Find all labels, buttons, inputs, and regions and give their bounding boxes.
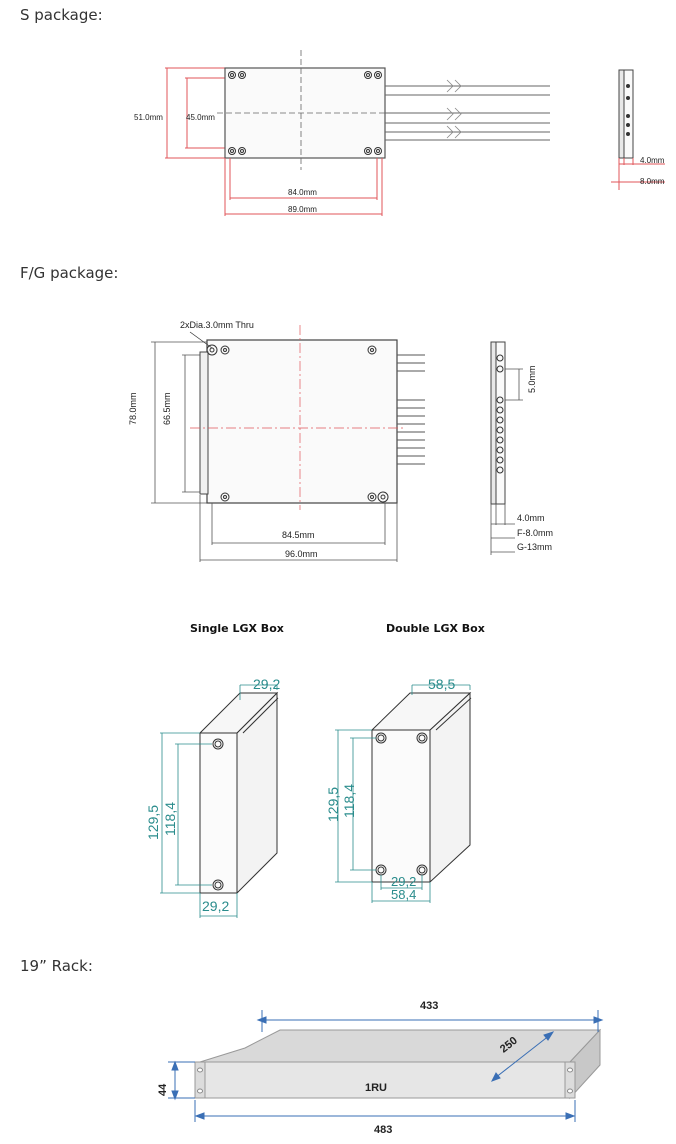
fg-package-drawing bbox=[95, 310, 575, 605]
fg-hole-note: 2xDia.3.0mm Thru bbox=[180, 320, 254, 330]
fg-side-f-label: F-8.0mm bbox=[517, 528, 553, 538]
fg-package-title: F/G package: bbox=[20, 264, 119, 282]
fg-inner-height-label: 66.5mm bbox=[162, 392, 172, 425]
single-lgx-width-label: 29,2 bbox=[202, 898, 230, 914]
single-lgx-outer-height-label: 129,5 bbox=[145, 804, 161, 840]
double-lgx-outer-height-label: 129,5 bbox=[325, 786, 341, 822]
double-lgx-depth-label: 58,5 bbox=[428, 676, 456, 692]
single-lgx-title: Single LGX Box bbox=[190, 622, 284, 635]
double-lgx-inner-height-label: 118,4 bbox=[341, 784, 357, 818]
double-lgx-outer-width-label: 58,4 bbox=[391, 887, 417, 902]
double-lgx-inner-width-label: 29,2 bbox=[391, 874, 417, 889]
rack-height-label: 44 bbox=[157, 1083, 169, 1096]
s-side-inner-label: 4.0mm bbox=[640, 156, 665, 165]
rack-title: 19” Rack: bbox=[20, 957, 93, 975]
s-outer-height-label: 51.0mm bbox=[134, 113, 163, 122]
fg-outer-width-label: 96.0mm bbox=[285, 549, 318, 559]
s-outer-width-label: 89.0mm bbox=[288, 205, 317, 214]
s-package-title: S package: bbox=[20, 6, 103, 24]
fg-outer-height-label: 78.0mm bbox=[128, 392, 138, 425]
lgx-boxes-drawing bbox=[140, 660, 500, 930]
s-package-drawing bbox=[125, 40, 675, 240]
fg-side-g-label: G-13mm bbox=[517, 542, 553, 552]
fg-side-inner-label: 4.0mm bbox=[517, 513, 545, 523]
s-inner-width-label: 84.0mm bbox=[288, 188, 317, 197]
rack-drawing bbox=[150, 990, 620, 1140]
fg-pitch-label: 5.0mm bbox=[527, 365, 537, 393]
s-inner-height-label: 45.0mm bbox=[186, 113, 215, 122]
rack-depth-width-label: 433 bbox=[420, 1000, 439, 1012]
double-lgx-title: Double LGX Box bbox=[386, 622, 485, 635]
rack-unit-label: 1RU bbox=[365, 1082, 388, 1094]
single-lgx-inner-height-label: 118,4 bbox=[162, 802, 178, 836]
fg-inner-width-label: 84.5mm bbox=[282, 530, 315, 540]
s-side-outer-label: 8.0mm bbox=[640, 177, 665, 186]
rack-width-label: 483 bbox=[374, 1124, 393, 1136]
single-lgx-depth-label: 29,2 bbox=[253, 676, 281, 692]
